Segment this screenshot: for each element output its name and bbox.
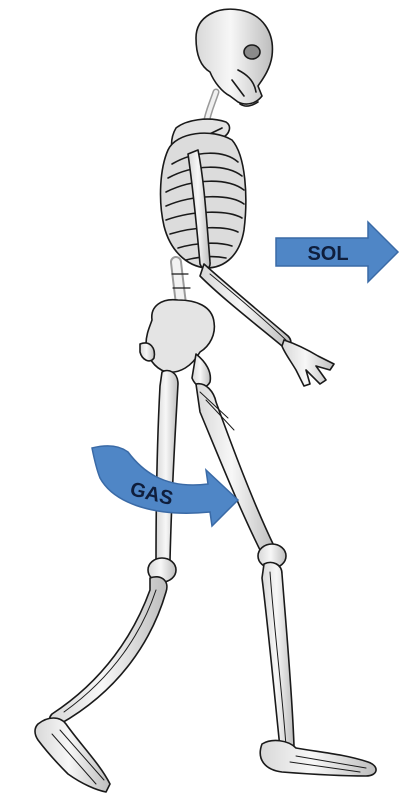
sol-label: SOL <box>307 243 348 265</box>
foot-back <box>35 718 110 792</box>
thigh-back <box>156 371 178 571</box>
skeleton-walking-icon <box>35 9 376 792</box>
shin-back <box>50 577 167 725</box>
shin-front <box>262 562 294 754</box>
hand <box>282 340 334 386</box>
skull <box>196 9 272 106</box>
sol-arrow: SOL <box>276 222 398 282</box>
pelvis <box>140 300 214 387</box>
foot-front <box>260 741 376 776</box>
